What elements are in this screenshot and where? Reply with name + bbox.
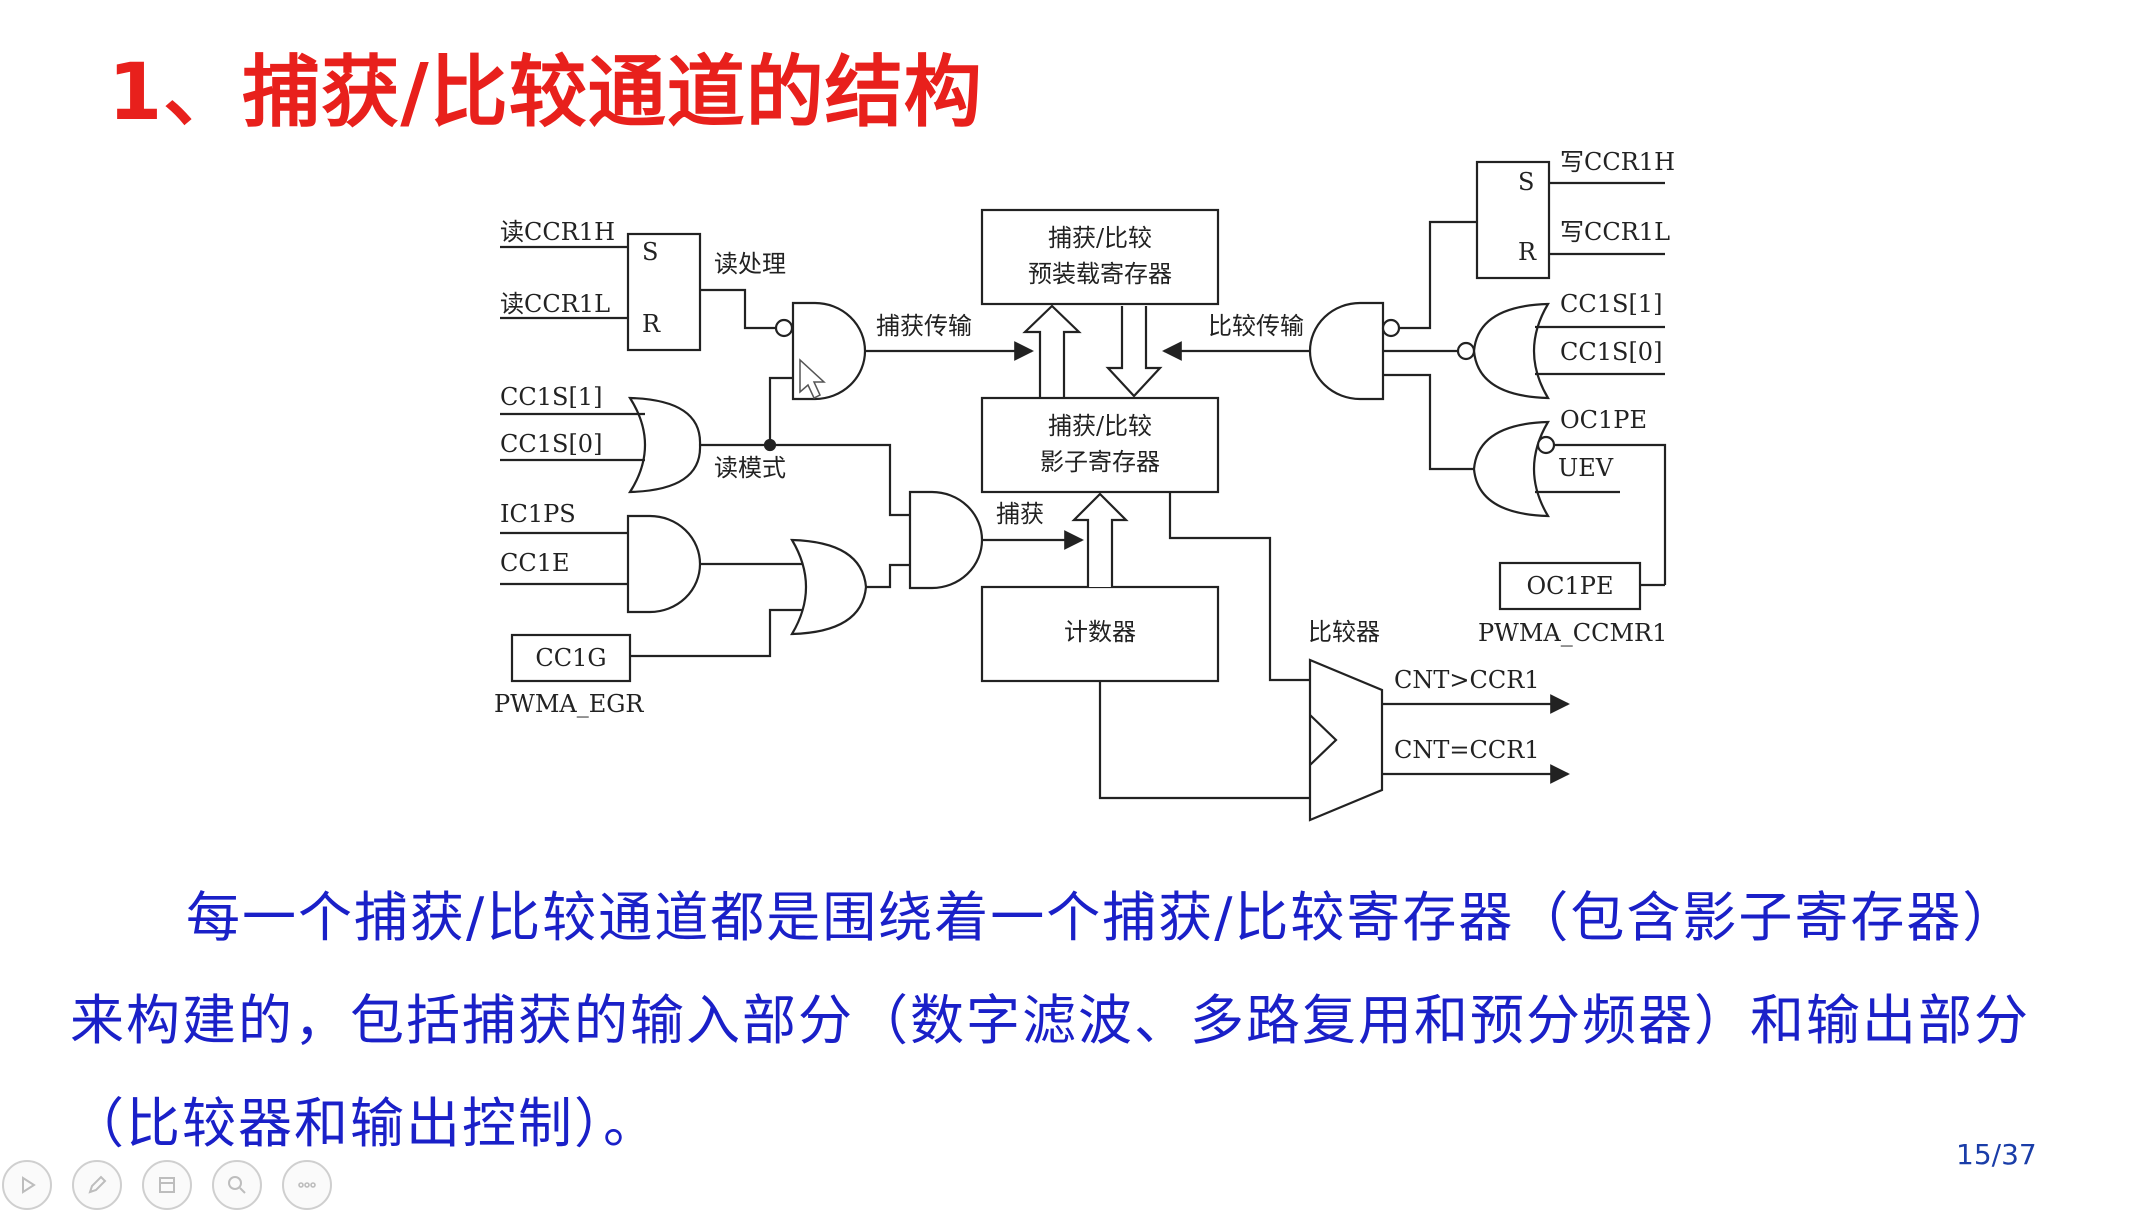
preload-register (980, 208, 1220, 306)
shadow-register (980, 396, 1220, 494)
label-capture: 捕获 (996, 500, 1044, 528)
label-cc1g: CC1G (535, 644, 606, 672)
label-cnt-gt: CNT>CCR1 (1394, 666, 1540, 694)
label-oc1pe-top: OC1PE (1560, 406, 1647, 434)
label-s-right: S (1518, 168, 1534, 196)
label-r-right: R (1518, 238, 1537, 266)
mouse-cursor-icon (799, 358, 826, 400)
slide-description: 每一个捕获/比较通道都是围绕着一个捕获/比较寄存器（包含影子寄存器）来构建的，包… (70, 886, 2030, 1155)
label-cc1s1-right: CC1S[1] (1560, 290, 1662, 318)
play-icon[interactable] (2, 1160, 52, 1210)
presentation-toolbar (2, 1160, 332, 1210)
label-preload-1: 捕获/比较 (1048, 224, 1152, 252)
cc1g-box (510, 633, 632, 683)
and-gate-compare (1308, 301, 1385, 401)
label-cc1s0-right: CC1S[0] (1560, 338, 1662, 366)
label-capture-transfer: 捕获传输 (876, 312, 972, 340)
label-write-ccr1h: 写CCR1H (1560, 148, 1675, 176)
label-cc1s0-left: CC1S[0] (500, 430, 602, 458)
slide-title: 1、捕获/比较通道的结构 (108, 48, 983, 138)
sr-latch-left (626, 232, 702, 352)
label-cc1s1-left: CC1S[1] (500, 383, 602, 411)
label-cc1e: CC1E (500, 549, 570, 577)
label-ic1ps: IC1PS (500, 500, 576, 528)
label-write-ccr1l: 写CCR1L (1560, 218, 1670, 246)
label-preload-2: 预装载寄存器 (1028, 260, 1172, 288)
sr-latch-right (1475, 160, 1551, 280)
label-pwma-egr: PWMA_EGR (494, 690, 644, 718)
label-oc1pe-box: OC1PE (1527, 572, 1614, 600)
label-comparator: 比较器 (1308, 618, 1380, 646)
more-icon[interactable] (282, 1160, 332, 1210)
or-gate-cc1s-left (627, 396, 702, 494)
label-pwma-ccmr1: PWMA_CCMR1 (1478, 619, 1667, 647)
label-read-process: 读处理 (714, 250, 786, 278)
inverter-bubble-left (774, 318, 794, 338)
label-read-mode: 读模式 (714, 454, 786, 482)
label-read-ccr1h: 读CCR1H (500, 218, 615, 246)
label-shadow-2: 影子寄存器 (1040, 448, 1160, 476)
label-shadow-1: 捕获/比较 (1048, 412, 1152, 440)
and-gate-ic1ps (626, 514, 702, 614)
label-uev: UEV (1558, 454, 1614, 482)
zoom-icon[interactable] (212, 1160, 262, 1210)
label-compare-transfer: 比较传输 (1208, 312, 1304, 340)
pen-icon[interactable] (72, 1160, 122, 1210)
or-gate-oc1pe (1472, 420, 1550, 518)
and-gate-capture-final (908, 490, 984, 590)
label-s-left: S (642, 238, 658, 266)
label-counter: 计数器 (1064, 618, 1136, 646)
page-number: 15/37 (1956, 1138, 2037, 1171)
or-gate-mid (790, 538, 868, 636)
slides-icon[interactable] (142, 1160, 192, 1210)
capture-compare-channel-diagram: 读CCR1H 读CCR1L S R 读处理 捕获传输 CC1S[1] CC1S[… (494, 148, 1675, 822)
label-read-ccr1l: 读CCR1L (500, 290, 610, 318)
label-cnt-eq: CNT=CCR1 (1394, 736, 1540, 764)
label-r-left: R (642, 310, 661, 338)
comparator (1308, 658, 1384, 822)
or-gate-cc1s-right (1472, 302, 1550, 400)
